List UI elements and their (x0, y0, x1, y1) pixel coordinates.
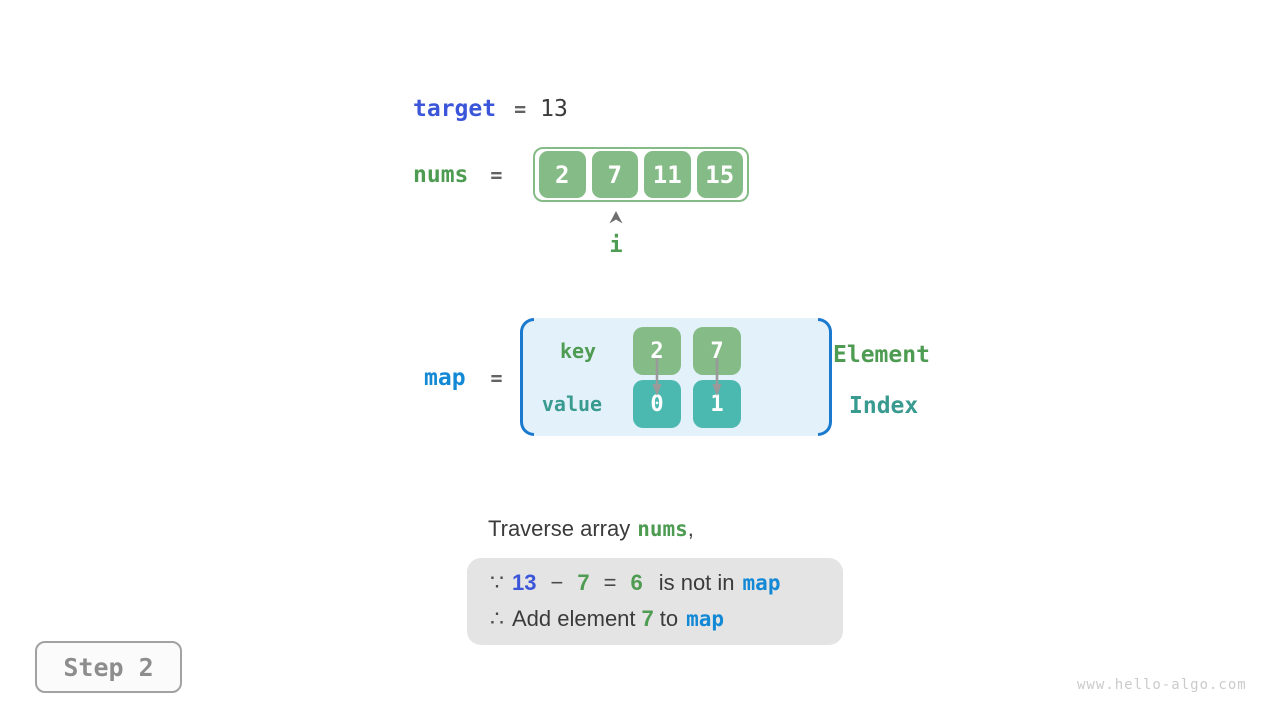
left-bracket-icon (520, 318, 534, 436)
equals-sign: = (603, 570, 617, 595)
nums-equals: = (490, 163, 503, 187)
nums-keyword: nums (413, 162, 469, 188)
element-annotation: Element (833, 342, 930, 368)
nums-array-cell-1: 7 (591, 151, 638, 198)
map-ref: map (686, 607, 725, 631)
target-number: 13 (512, 570, 537, 595)
arrow-down-icon (712, 358, 722, 396)
nums-array: 2 7 11 15 (533, 147, 749, 202)
map-keyword: map (424, 365, 466, 391)
target-line: target = 13 (413, 96, 568, 122)
nums-array-cell-0: 2 (539, 151, 586, 198)
therefore-symbol: ∴ (490, 606, 504, 631)
caption-prefix: Traverse array (488, 516, 631, 541)
map-equals: = (490, 366, 503, 390)
index-pointer-label: i (609, 233, 623, 258)
caption-suffix: , (687, 516, 694, 541)
added-number: 7 (641, 606, 654, 631)
key-row-label: key (559, 339, 597, 363)
minus-sign: − (550, 570, 564, 595)
because-symbol: ∵ (490, 570, 504, 595)
arrow-down-icon (652, 358, 662, 396)
line1-text: is not in (658, 570, 735, 595)
watermark: www.hello-algo.com (1077, 677, 1247, 693)
line2-text1: Add element (512, 606, 636, 631)
caption-array-name: nums (637, 517, 688, 541)
target-keyword: target (413, 96, 497, 122)
conclusion-line-2: ∴ Add element 7 to map (490, 606, 843, 636)
current-number: 7 (577, 570, 590, 595)
map-line: map = (424, 365, 503, 391)
map-value-cell-1: 1 (693, 380, 741, 428)
target-value: 13 (540, 96, 568, 122)
value-row-label: value (541, 392, 603, 416)
nums-array-cell-2: 11 (644, 151, 691, 198)
map-panel: key value 2 7 0 1 (520, 318, 832, 436)
step-badge: Step 2 (35, 641, 182, 693)
nums-line: nums = (413, 162, 502, 188)
right-bracket-icon (818, 318, 832, 436)
map-ref: map (742, 571, 781, 595)
difference-number: 6 (630, 570, 643, 595)
conclusion-line-1: ∵ 13 − 7 = 6 is not in map (490, 570, 843, 600)
conclusion-box: ∵ 13 − 7 = 6 is not in map ∴ Add element… (467, 558, 843, 645)
index-annotation: Index (849, 393, 919, 419)
up-pointer-icon (609, 211, 623, 224)
target-equals: = (514, 97, 527, 121)
line2-text2: to (659, 606, 679, 631)
nums-array-cell-3: 15 (696, 151, 743, 198)
map-value-cell-0: 0 (633, 380, 681, 428)
caption-line: Traverse array nums , (488, 516, 694, 542)
